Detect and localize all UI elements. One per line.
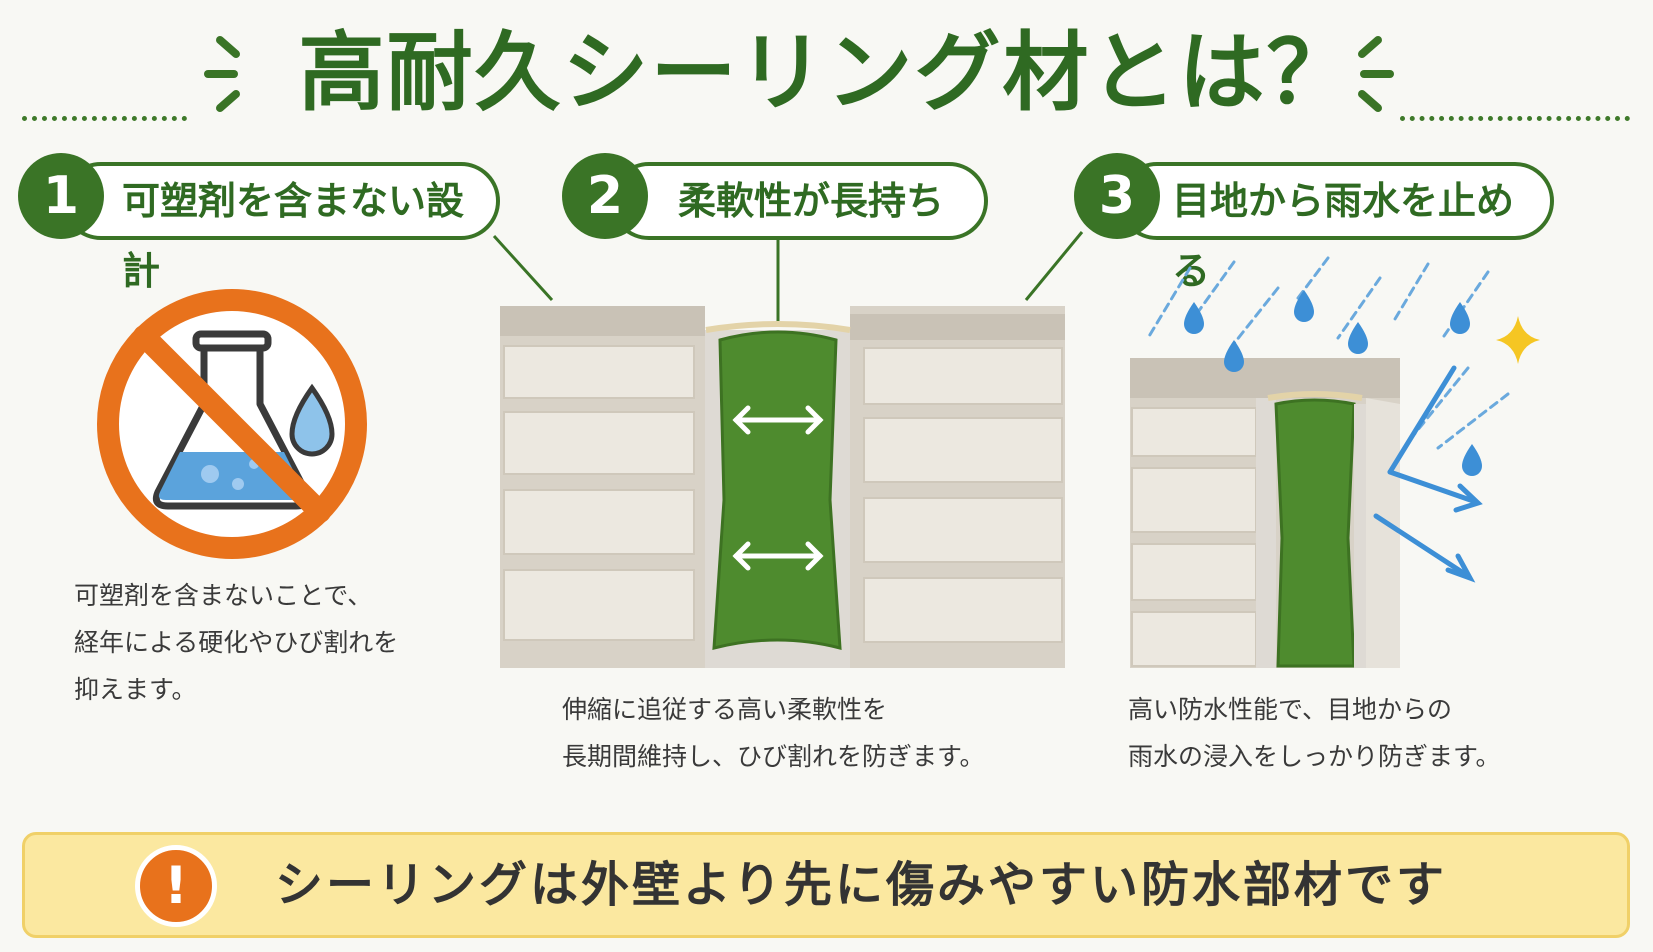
rain-icon [1146, 256, 1510, 583]
point-2-description: 伸縮に追従する高い柔軟性を 長期間維持し、ひび割れを防ぎます。 [562, 695, 985, 771]
no-plasticizer-icon [97, 289, 367, 559]
point-2-pill: 柔軟性が長持ち [610, 162, 988, 240]
double-arrow-icon [732, 405, 824, 571]
rain-protection-diagram [1130, 256, 1540, 668]
water-drop-icon [289, 383, 335, 457]
connector-lines [492, 231, 1084, 322]
title-dots-left [22, 116, 187, 121]
point-3-label: 目地から雨水を止める [1172, 179, 1515, 293]
point-3-description: 高い防水性能で、目地からの 雨水の浸入をしっかり防ぎます。 [1128, 695, 1501, 771]
point-3-number: 3 [1074, 153, 1160, 239]
warning-banner: ! シーリングは外壁より先に傷みやすい防水部材です [22, 832, 1630, 938]
point-2-label: 柔軟性が長持ち [678, 179, 945, 223]
burst-right-icon [1358, 36, 1394, 112]
point-1-label: 可塑剤を含まない設計 [122, 179, 465, 293]
point-3-pill: 目地から雨水を止める [1118, 162, 1554, 293]
point-1-number: 1 [18, 153, 104, 239]
flexible-joint-diagram [500, 306, 1065, 668]
title-dots-right [1400, 116, 1630, 121]
burst-left-icon [204, 36, 240, 112]
exclamation-icon: ! [135, 845, 217, 927]
sparkle-icon [1496, 316, 1540, 364]
page-title: 高耐久シーリング材とは？ [298, 23, 1355, 123]
point-2-number: 2 [562, 153, 648, 239]
warning-text: シーリングは外壁より先に傷みやすい防水部材です [275, 857, 1448, 913]
point-1-description: 可塑剤を含まないことで、 経年による硬化やひび割れを 抑えます。 [74, 581, 399, 704]
